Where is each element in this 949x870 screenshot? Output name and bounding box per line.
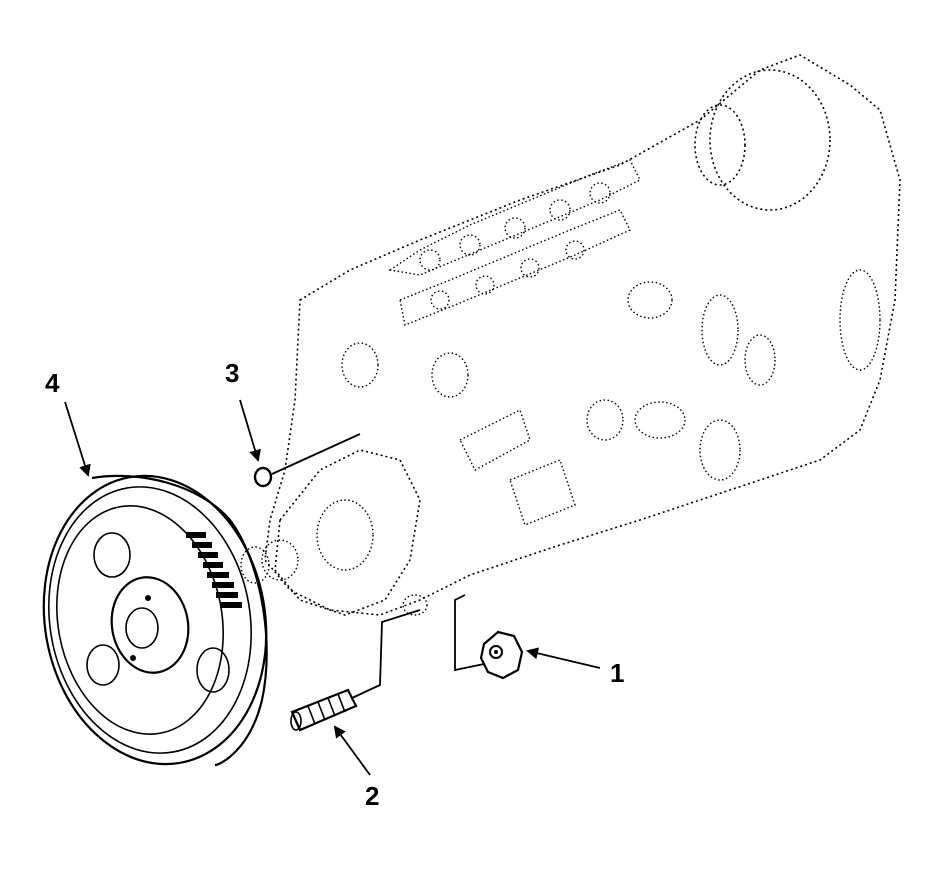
- callout-3: 3: [225, 358, 239, 388]
- nut: [454, 594, 524, 680]
- o-ring: [253, 433, 361, 488]
- pump-rib-bumps: [419, 182, 611, 310]
- gear-teeth: [186, 532, 242, 608]
- callout-4: 4: [45, 368, 60, 398]
- gear-hub: [110, 576, 190, 674]
- drive-gear: [42, 474, 268, 767]
- callout-2: 2: [365, 781, 379, 811]
- gear-hole: [86, 644, 120, 686]
- arrow-4: [64, 401, 91, 477]
- gear-hole: [93, 532, 131, 578]
- stud: [290, 609, 421, 732]
- arrow-1: [526, 647, 601, 669]
- injection-pump-ghost: [240, 54, 901, 616]
- gear-hole: [196, 647, 230, 693]
- arrow-2: [333, 725, 371, 776]
- callout-arrows: [64, 399, 601, 776]
- arrow-3: [239, 399, 261, 462]
- callout-1: 1: [610, 658, 624, 688]
